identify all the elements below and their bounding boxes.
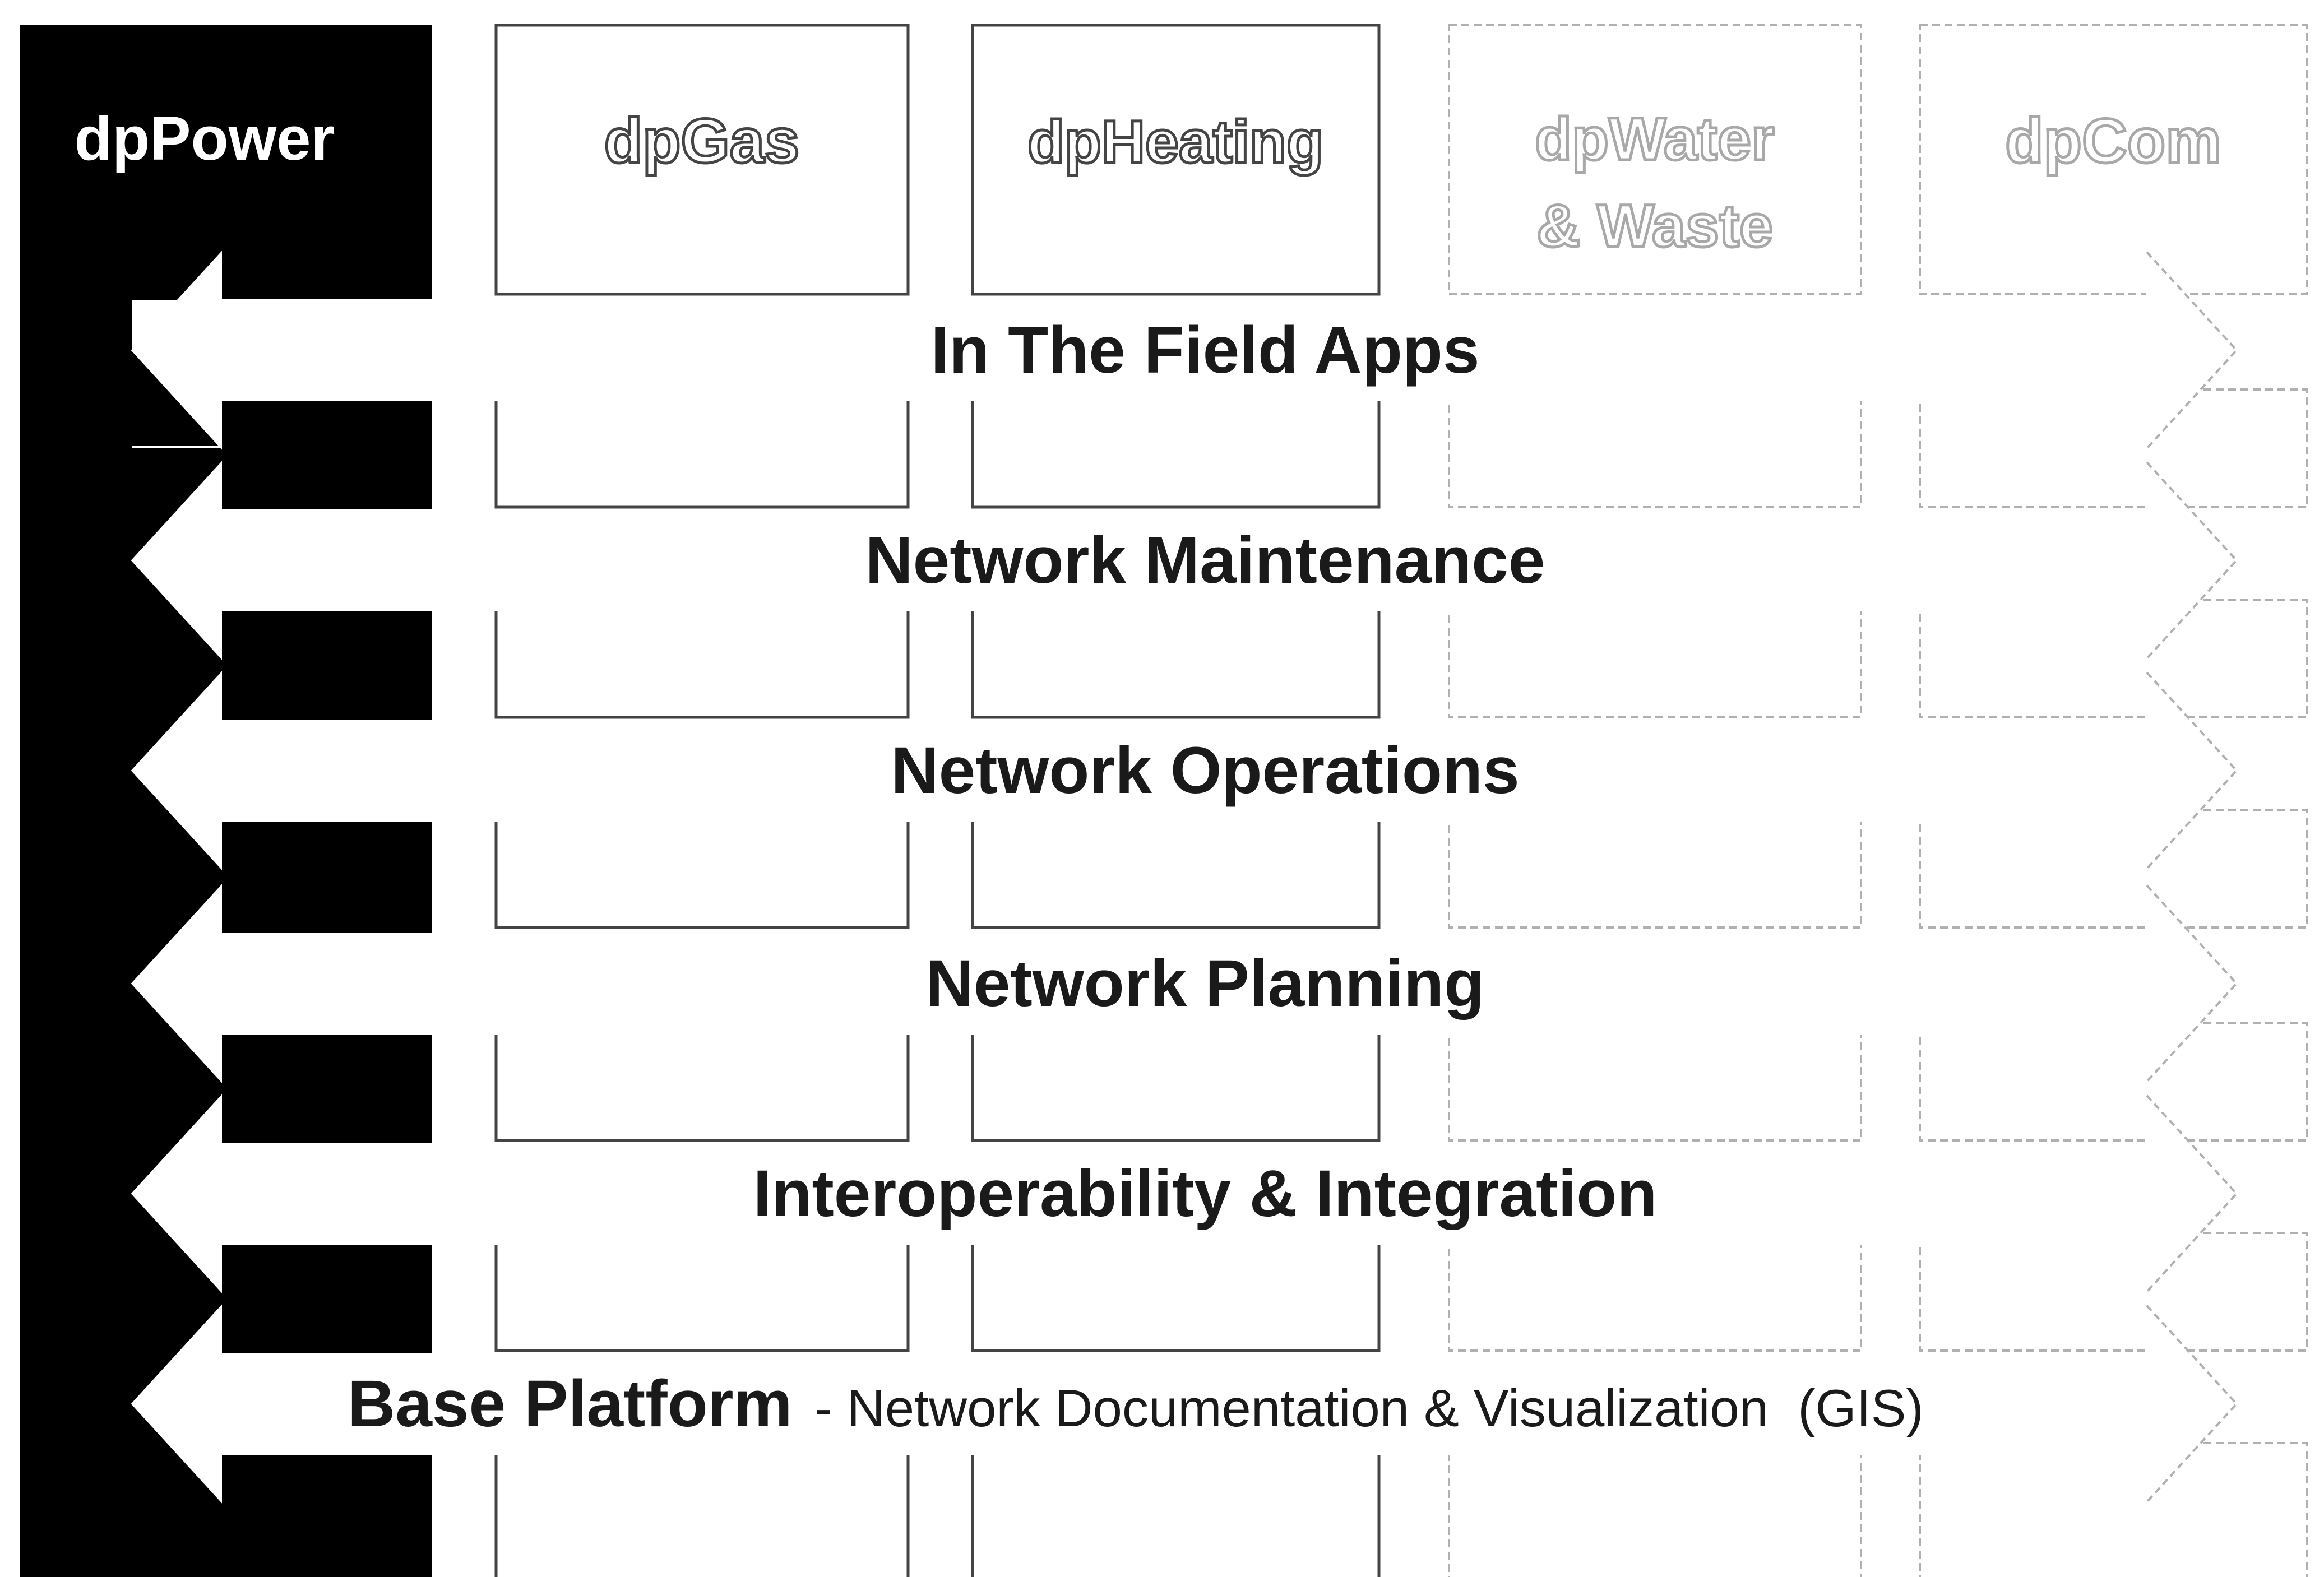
dpheating-title: dpHeating bbox=[1027, 108, 1323, 175]
grid-cell bbox=[1919, 599, 2308, 718]
product-headers: dpGas dpHeating dpWater & Waste dpCom bbox=[494, 24, 2308, 296]
grid-cell bbox=[494, 388, 910, 509]
layer-label-base-platform: Base Platform - Network Documentation & V… bbox=[348, 1367, 1924, 1441]
base-platform-title: Base Platform bbox=[348, 1367, 793, 1441]
grid-cell bbox=[971, 808, 1381, 929]
grid-cell bbox=[971, 598, 1381, 719]
grid-cell bbox=[1919, 1442, 2308, 1577]
layer-label-planning: Network Planning bbox=[926, 947, 1485, 1021]
base-platform-subtitle: - Network Documentation & Visualization … bbox=[815, 1379, 1924, 1437]
grid-cell bbox=[971, 1441, 1381, 1577]
layer-arrow-maintenance bbox=[131, 461, 2238, 660]
layer-arrow-base-platform bbox=[131, 1304, 2238, 1504]
grid-cell bbox=[1448, 388, 1862, 508]
layer-label-maintenance: Network Maintenance bbox=[865, 523, 1545, 597]
dpwater-title-line1: dpWater bbox=[1535, 105, 1775, 173]
grid-cell bbox=[1919, 1022, 2308, 1142]
dppower-title: dpPower bbox=[75, 104, 335, 173]
dpgas-title: dpGas bbox=[604, 106, 800, 176]
layer-arrow-integration bbox=[131, 1094, 2238, 1293]
grid-cell bbox=[494, 598, 910, 719]
layer-arrow-planning bbox=[131, 884, 2238, 1083]
dpcom-header-box bbox=[1919, 24, 2308, 295]
dpheating-header-box bbox=[971, 24, 1381, 296]
dpgas-header-box bbox=[494, 24, 910, 296]
grid-cell bbox=[1919, 388, 2308, 508]
grid-cell bbox=[971, 1021, 1381, 1142]
grid-cell bbox=[971, 1231, 1381, 1352]
layer-label-field-apps: In The Field Apps bbox=[931, 313, 1480, 387]
layer-label-integration: Interoperability & Integration bbox=[753, 1157, 1658, 1231]
layer-arrow-operations bbox=[131, 671, 2238, 870]
dpcom-title: dpCom bbox=[2005, 106, 2221, 176]
grid-cell bbox=[1448, 1232, 1862, 1352]
dpwater-title-line2: & Waste bbox=[1536, 192, 1773, 259]
grid-cell bbox=[1919, 809, 2308, 929]
layer-arrow-field-apps-shape bbox=[131, 251, 2238, 450]
grid-cell bbox=[1448, 1022, 1862, 1142]
grid-cell bbox=[971, 388, 1381, 509]
grid-cell bbox=[494, 1441, 910, 1577]
grid-cell bbox=[494, 1021, 910, 1142]
grid-cell bbox=[1448, 1442, 1862, 1577]
grid-cell bbox=[1919, 1232, 2308, 1352]
grid-cell bbox=[1448, 599, 1862, 718]
grid-cell bbox=[1448, 809, 1862, 929]
layer-label-operations: Network Operations bbox=[891, 734, 1519, 808]
grid-cell bbox=[494, 1231, 910, 1352]
layer-arrows bbox=[131, 251, 2238, 1504]
grid-cell bbox=[494, 808, 910, 929]
dpwater-header-box bbox=[1448, 24, 1862, 295]
layer-labels: In The Field Apps Network Maintenance Ne… bbox=[348, 313, 1924, 1441]
